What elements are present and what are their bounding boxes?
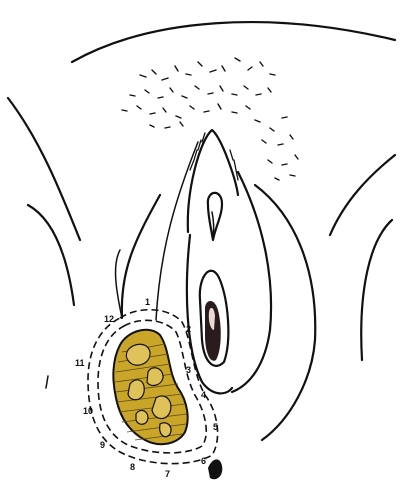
margin-label-7: 7 [165, 469, 170, 479]
right-outer-thigh-contour [330, 155, 395, 235]
right-inner-fold [361, 220, 392, 360]
margin-label-3: 3 [186, 365, 191, 375]
margin-label-10: 10 [83, 406, 93, 416]
margin-label-5: 5 [213, 422, 218, 432]
margin-label-6: 6 [201, 456, 206, 466]
margin-label-12: 12 [104, 314, 114, 324]
left-labium-majus-outer [122, 195, 160, 318]
margin-label-1: 1 [145, 297, 150, 307]
margin-label-4: 4 [201, 390, 206, 400]
margin-label-8: 8 [130, 462, 135, 472]
right-labium-majus-outer [255, 185, 315, 440]
left-inner-fold [28, 205, 74, 305]
pubic-hair [122, 58, 298, 180]
right-labium-minus [232, 172, 271, 392]
anal-mark [208, 459, 222, 479]
upper-body-contour [72, 22, 395, 62]
margin-label-2: 2 [186, 324, 191, 334]
margin-label-11: 11 [75, 358, 85, 368]
small-tick [46, 376, 48, 388]
hood-hair-left [190, 133, 205, 170]
left-labium-majus-inner [156, 142, 198, 320]
margin-label-9: 9 [100, 440, 105, 450]
clitoris [208, 193, 222, 240]
